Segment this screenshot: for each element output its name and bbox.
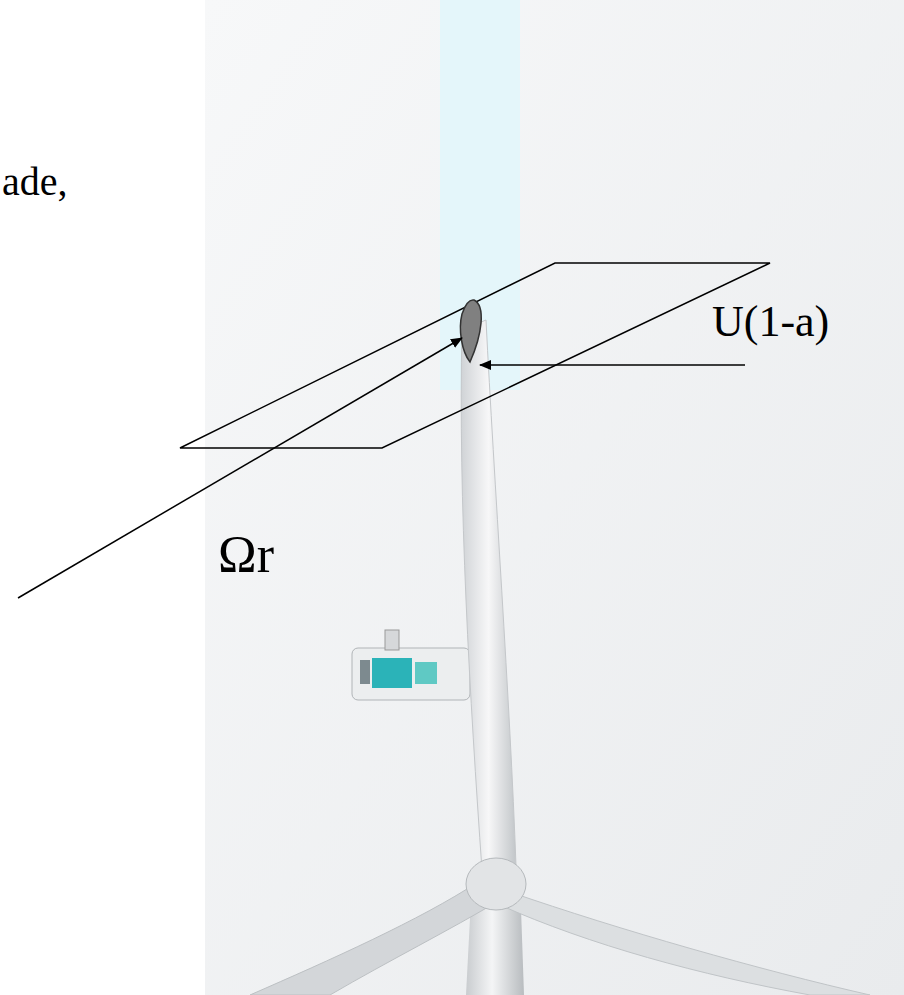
- velocity-label: U(1-a): [712, 298, 829, 346]
- caption-fragment: ade,: [2, 160, 68, 204]
- velocity-label: Ωr: [218, 526, 274, 583]
